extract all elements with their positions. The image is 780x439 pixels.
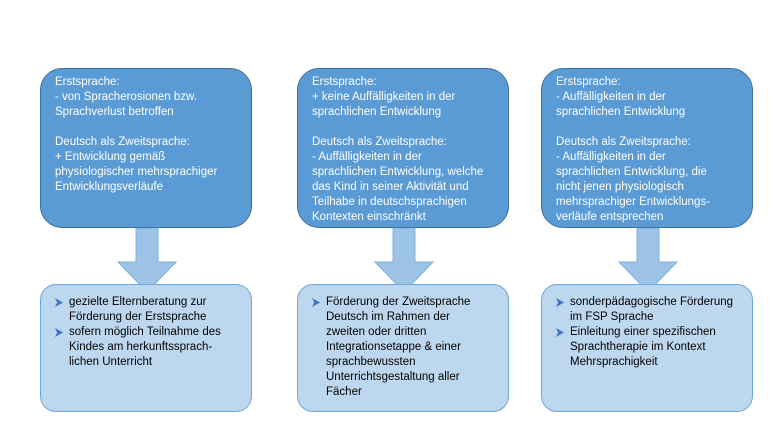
- list-item: Förderung der Zweitsprache Deutsch im Ra…: [312, 295, 500, 400]
- down-arrow-icon: [116, 228, 178, 293]
- heading-zweitsprache: Deutsch als Zweitsprache:: [312, 136, 447, 148]
- bottom-box-3: sonderpädagogische Förderung im FSP Spra…: [541, 284, 753, 412]
- list-item: sonderpädagogische Förderung im FSP Spra…: [556, 295, 744, 325]
- bottom-box-1: gezielte Elternberatung zur Förderung de…: [40, 284, 252, 412]
- heading-erstsprache: Erstsprache:: [556, 76, 621, 88]
- heading-erstsprache: Erstsprache:: [312, 76, 377, 88]
- heading-zweitsprache: Deutsch als Zweitsprache:: [556, 136, 691, 148]
- down-arrow-icon: [373, 228, 435, 293]
- arrowhead-bullet-icon: [312, 295, 326, 310]
- heading-erstsprache: Erstsprache:: [55, 76, 120, 88]
- zweitsprache-status: + Entwicklung gemäß physiologischer mehr…: [55, 151, 218, 193]
- list-item-text: Förderung der Zweitsprache Deutsch im Ra…: [326, 296, 471, 398]
- measure-list: gezielte Elternberatung zur Förderung de…: [55, 295, 243, 370]
- erstsprache-status: + keine Auffälligkeiten in der sprachlic…: [312, 91, 456, 118]
- zweitsprache-status: - Auffälligkeiten in der sprachlichen En…: [556, 151, 711, 223]
- spacer: [556, 120, 742, 135]
- list-item-text: Einleitung einer spezifischen Sprachther…: [570, 326, 716, 368]
- list-item-text: gezielte Elternberatung zur Förderung de…: [69, 296, 207, 323]
- top-box-2: Erstsprache: + keine Auffälligkeiten in …: [297, 68, 509, 228]
- list-item: sofern möglich Teilnahme des Kindes am h…: [55, 325, 243, 370]
- top-box-3: Erstsprache: - Auffälligkeiten in der sp…: [541, 68, 753, 228]
- bottom-box-2: Förderung der Zweitsprache Deutsch im Ra…: [297, 284, 509, 412]
- list-item: Einleitung einer spezifischen Sprachther…: [556, 325, 744, 370]
- spacer: [55, 120, 241, 135]
- measure-list: Förderung der Zweitsprache Deutsch im Ra…: [312, 295, 500, 400]
- heading-zweitsprache: Deutsch als Zweitsprache:: [55, 136, 190, 148]
- arrowhead-bullet-icon: [556, 325, 570, 340]
- arrowhead-bullet-icon: [55, 295, 69, 310]
- zweitsprache-status: - Auffälligkeiten in der sprachlichen En…: [312, 151, 484, 223]
- erstsprache-status: - Auffälligkeiten in der sprachlichen En…: [556, 91, 686, 118]
- list-item: gezielte Elternberatung zur Förderung de…: [55, 295, 243, 325]
- top-box-1: Erstsprache: - von Spracherosionen bzw. …: [40, 68, 252, 228]
- down-arrow-icon: [617, 228, 679, 293]
- list-item-text: sofern möglich Teilnahme des Kindes am h…: [69, 326, 221, 368]
- list-item-text: sonderpädagogische Förderung im FSP Spra…: [570, 296, 734, 323]
- arrowhead-bullet-icon: [556, 295, 570, 310]
- measure-list: sonderpädagogische Förderung im FSP Spra…: [556, 295, 744, 370]
- arrowhead-bullet-icon: [55, 325, 69, 340]
- spacer: [312, 120, 498, 135]
- erstsprache-status: - von Spracherosionen bzw. Sprachverlust…: [55, 91, 197, 118]
